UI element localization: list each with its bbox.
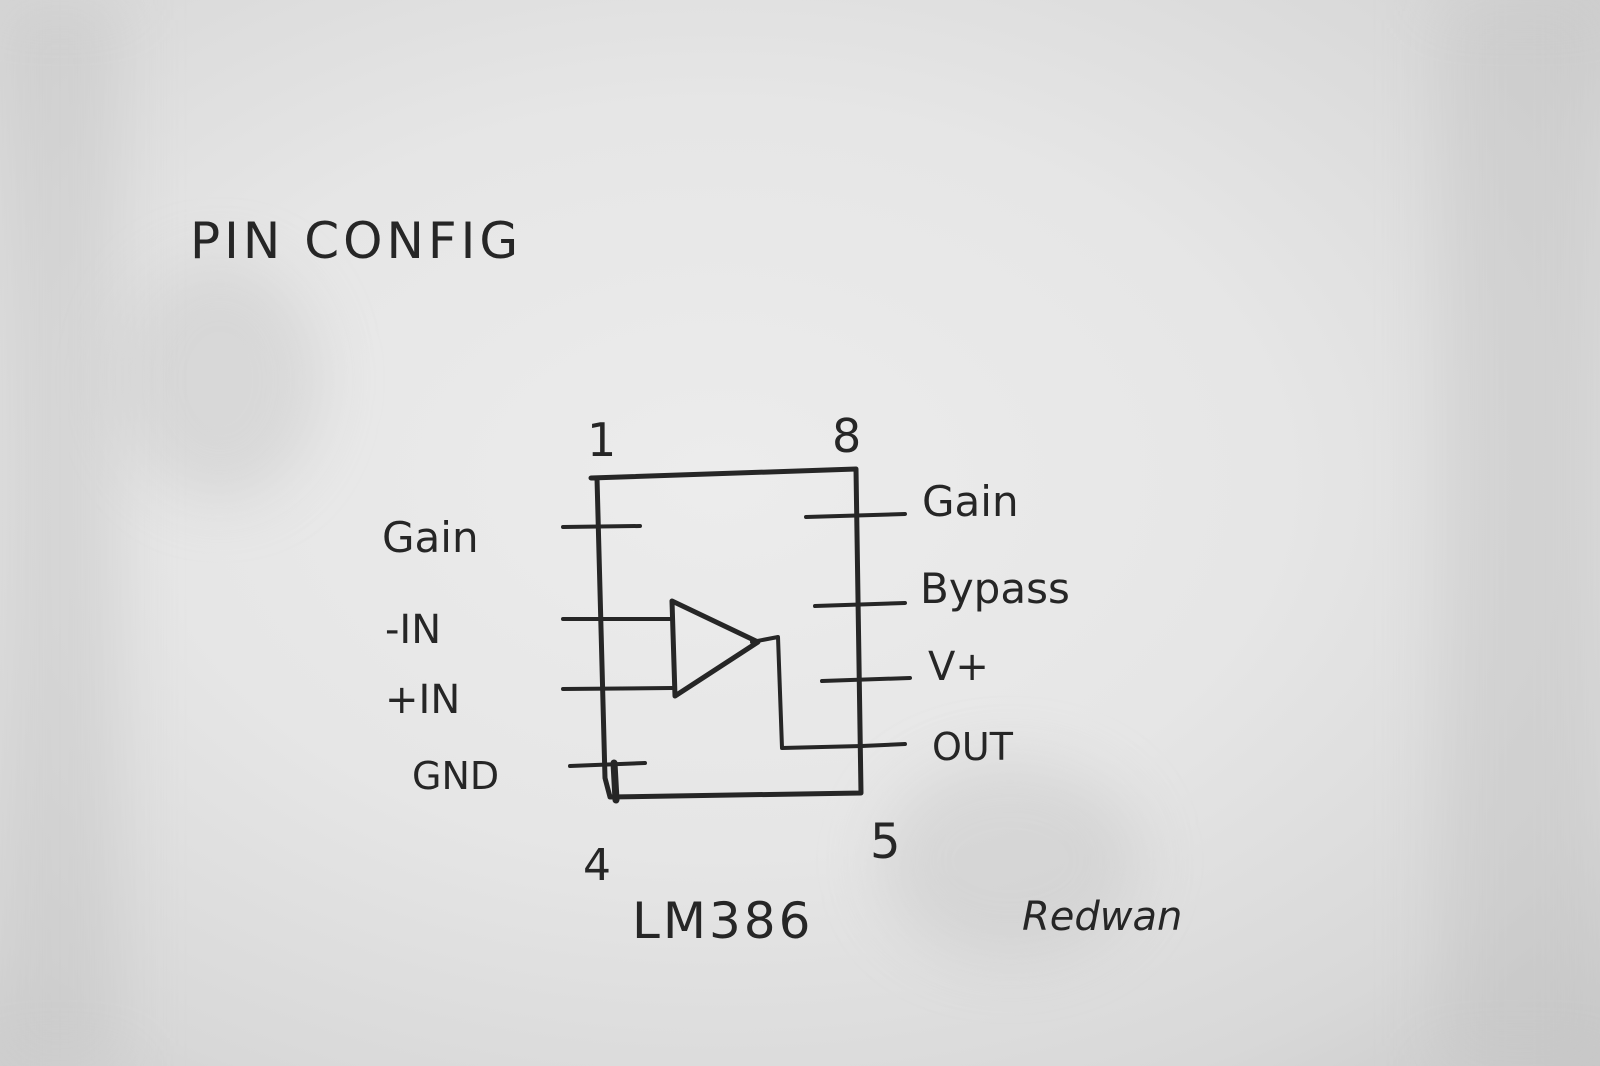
- label-minus-in: -IN: [385, 607, 441, 653]
- label-out: OUT: [932, 725, 1014, 769]
- label-right-gain: Gain: [922, 477, 1019, 526]
- shadow-smudge: [120, 260, 320, 500]
- pin-line-right-gain: [804, 512, 907, 519]
- pin-line-left-plus-in: [561, 686, 674, 691]
- label-plus-in: +IN: [385, 677, 460, 723]
- pin-number-5: 5: [870, 814, 901, 870]
- pin-line-right-out: [860, 742, 907, 748]
- left-edge-shadow: [0, 0, 120, 1066]
- heading-text: PIN CONFIG: [190, 212, 522, 270]
- part-number: LM386: [632, 892, 813, 950]
- right-edge-shadow: [1440, 0, 1600, 1066]
- pin-number-8: 8: [832, 409, 861, 463]
- ground-wire: [610, 759, 620, 804]
- label-bypass: Bypass: [920, 564, 1070, 613]
- label-gnd: GND: [412, 754, 499, 798]
- chip-body-outline: [588, 466, 864, 800]
- shadow-smudge: [880, 760, 1140, 960]
- pin-line-left-gain: [561, 524, 642, 529]
- pin-line-right-vplus: [820, 676, 912, 683]
- pin-line-right-bypass: [813, 601, 907, 608]
- pin-number-1: 1: [587, 413, 616, 467]
- label-vplus: V+: [928, 644, 989, 690]
- author-signature: Redwan: [1022, 894, 1182, 940]
- op-amp-triangle: [669, 598, 761, 699]
- pin-line-left-gnd: [568, 761, 647, 768]
- output-wire: [750, 635, 864, 750]
- label-left-gain: Gain: [382, 513, 479, 562]
- pin-number-4: 4: [583, 840, 611, 891]
